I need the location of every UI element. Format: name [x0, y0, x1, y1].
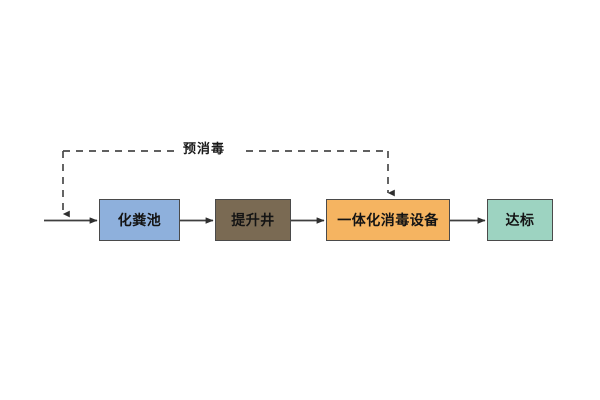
node-lifting-well[interactable]: 提升井: [215, 199, 291, 241]
node-integrated-disinfection-equipment[interactable]: 一体化消毒设备: [326, 199, 450, 241]
node-meets-standard-label: 达标: [505, 213, 535, 229]
node-integrated-disinfection-equipment-label: 一体化消毒设备: [337, 213, 439, 229]
node-lifting-well-label: 提升井: [231, 213, 275, 229]
node-septic-tank-label: 化粪池: [117, 213, 162, 229]
node-meets-standard[interactable]: 达标: [487, 199, 553, 241]
node-septic-tank[interactable]: 化粪池: [99, 199, 180, 241]
edge-label-predisinfection: 预消毒: [178, 138, 231, 157]
